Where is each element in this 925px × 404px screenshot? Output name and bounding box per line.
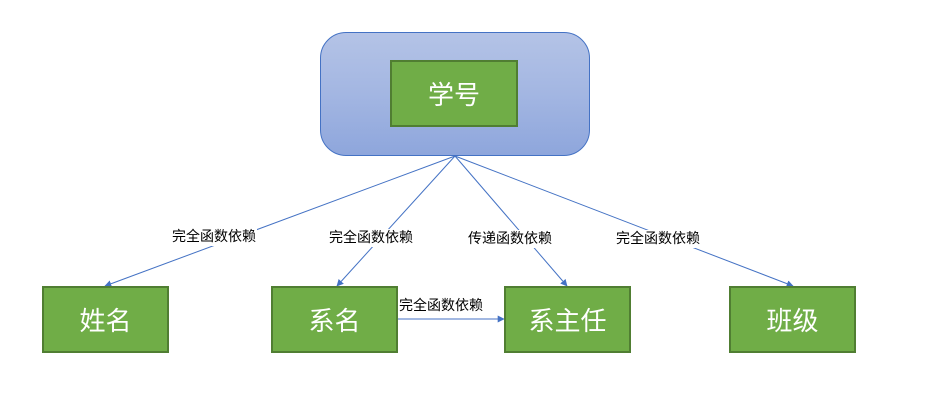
edge-root-to-dept	[336, 155, 456, 287]
edge-label-root-to-dept: 完全函数依赖	[328, 229, 414, 247]
node-name: 姓名	[42, 286, 169, 353]
node-dept-name: 系名	[271, 286, 398, 353]
edge-label-root-to-class: 完全函数依赖	[615, 230, 701, 248]
node-student-id: 学号	[390, 60, 518, 127]
node-dept-head: 系主任	[504, 286, 631, 353]
edge-root-to-name	[104, 155, 456, 288]
edge-label-root-to-name: 完全函数依赖	[171, 228, 257, 246]
edge-root-to-head	[454, 155, 568, 287]
edge-label-root-to-head: 传递函数依赖	[467, 230, 553, 248]
edge-label-dept-to-head: 完全函数依赖	[398, 297, 484, 315]
node-class: 班级	[729, 286, 856, 353]
edge-root-to-class	[454, 155, 794, 288]
